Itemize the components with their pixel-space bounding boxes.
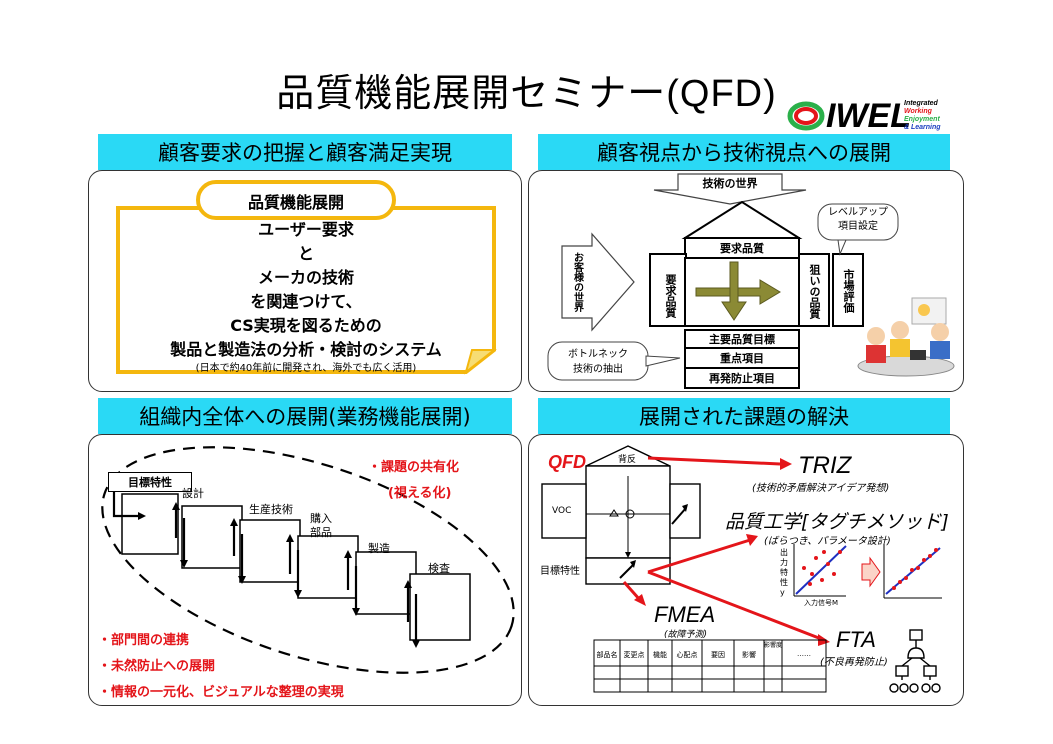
q1-line: 製品と製造法の分析・検討のシステム <box>170 340 442 359</box>
q1-line: ユーザー要求 <box>258 220 354 239</box>
fta-sub: (不良再発防止) <box>820 657 888 668</box>
q1-line: メーカの技術 <box>257 268 354 287</box>
bottleneck-line: 技術の抽出 <box>573 364 623 375</box>
fmea-label: FMEA <box>654 602 716 627</box>
section-header-q1: 顧客要求の把握と顧客満足実現 <box>98 134 512 170</box>
fmea-col: 変更点 <box>623 651 645 659</box>
scatter-before-icon <box>793 544 847 597</box>
tagline-1: Integrated <box>904 100 938 107</box>
triz-sub: (技術的矛盾解決アイデア発想) <box>752 483 890 494</box>
hoq-row: 重点項目 <box>720 352 764 365</box>
target-char-label: 目標特性 <box>540 566 580 577</box>
input-axis-label: 入力信号M <box>804 599 839 607</box>
voc-label: VOC <box>552 506 572 516</box>
qfd-label: QFD <box>548 452 586 472</box>
iwel-logo: IWEL Integrated Working Enjoyment & Lear… <box>786 96 956 152</box>
bottleneck-line: ボトルネック <box>568 349 628 360</box>
market-eval-label: 市場評価 <box>842 269 855 313</box>
share-line: ・課題の共有化 <box>368 460 460 475</box>
fmea-col: 影響 <box>742 651 756 659</box>
levelup-line: 項目設定 <box>838 221 878 232</box>
output-axis-label: 出力特性y <box>780 548 788 597</box>
bullet-item: ・情報の一元化、ビジュアルな整理の実現 <box>98 685 344 700</box>
customer-world-label: お客様の世界 <box>571 252 583 312</box>
conflict-label: 背反 <box>618 455 637 465</box>
tech-world-label: 技術の世界 <box>702 177 758 190</box>
tagline-3: Enjoyment <box>904 116 940 123</box>
fta-tree-icon <box>889 629 941 693</box>
bottleneck-callout: ボトルネック 技術の抽出 <box>548 347 648 377</box>
logo-tagline: Integrated Working Enjoyment & Learning <box>904 100 941 132</box>
triz-label: TRIZ <box>798 452 852 479</box>
bullet-item: ・未然防止への展開 <box>98 659 216 674</box>
qe-label: 品質工学[タグチメソッド] <box>725 511 949 533</box>
q3-bullets: ・部門間の連携 ・未然防止への展開 ・情報の一元化、ビジュアルな整理の実現 <box>98 628 344 706</box>
hoq-row: 再発防止項目 <box>709 372 775 385</box>
stage-label: 設計 <box>182 487 204 500</box>
problem-solving-diagram <box>541 445 942 693</box>
hoq-row: 主要品質目標 <box>709 333 775 346</box>
q1-callout-graphic <box>116 180 497 375</box>
fmea-sub: (故障予測) <box>664 630 708 640</box>
fmea-col: 部品名 <box>596 651 618 659</box>
page-title: 品質機能展開セミナー(QFD) <box>276 73 777 115</box>
levelup-callout: レベルアップ 項目設定 <box>818 206 898 234</box>
fmea-table <box>593 639 827 693</box>
req-vertical-label: 要求品質 <box>664 274 677 318</box>
share-line: (視える化) <box>388 486 452 501</box>
target-quality-label: 狙いの品質 <box>808 263 821 319</box>
cascade-deployment-diagram <box>101 446 515 674</box>
q1-line: を関連つけて、 <box>250 292 362 311</box>
stage-label: 検査 <box>428 562 450 575</box>
fta-label: FTA <box>836 627 876 652</box>
stage-label: 製造 <box>368 542 390 555</box>
meeting-people-icon <box>857 297 955 377</box>
callout-title: 品質機能展開 <box>247 193 344 212</box>
tagline-4: & Learning <box>904 124 941 131</box>
section-header-q4: 展開された課題の解決 <box>538 398 950 434</box>
levelup-line: レベルアップ <box>828 207 888 218</box>
stage-label: 目標特性 <box>108 472 192 492</box>
share-note: ・課題の共有化 (視える化) <box>368 455 459 507</box>
stage-label: 購入部品 <box>310 512 332 539</box>
fmea-col: 心配点 <box>676 651 698 659</box>
tagline-2: Working <box>904 108 932 115</box>
logo-wordmark: IWEL <box>826 97 911 135</box>
fmea-col: 機能 <box>653 651 667 659</box>
q1-line: CS実現を図るための <box>230 316 382 335</box>
q1-line: と <box>297 244 314 263</box>
logo-ring-icon <box>787 101 825 131</box>
q1-description: ユーザー要求 と メーカの技術 を関連つけて、 CS実現を図るための 製品と製造… <box>118 218 494 376</box>
q1-note: (日本で約40年前に開発され、海外でも広く活用) <box>195 363 417 374</box>
fmea-col: 要因 <box>711 651 725 659</box>
house-of-quality-diagram <box>547 173 955 389</box>
stage-label: 生産技術 <box>249 503 293 516</box>
section-header-q3: 組織内全体への展開(業務機能展開) <box>98 398 512 434</box>
scatter-after-icon <box>883 544 942 599</box>
section-header-q2: 顧客視点から技術視点への展開 <box>538 134 950 170</box>
fmea-header-row: 部品名 変更点 機能 心配点 要因 影響 影響度 …… <box>594 642 826 664</box>
qe-sub: (ばらつき、パラメータ設計) <box>764 536 891 547</box>
requirements-label: 要求品質 <box>720 242 764 255</box>
bullet-item: ・部門間の連携 <box>98 633 190 648</box>
fmea-col: 影響度 <box>764 642 783 649</box>
fmea-col: …… <box>797 650 811 658</box>
